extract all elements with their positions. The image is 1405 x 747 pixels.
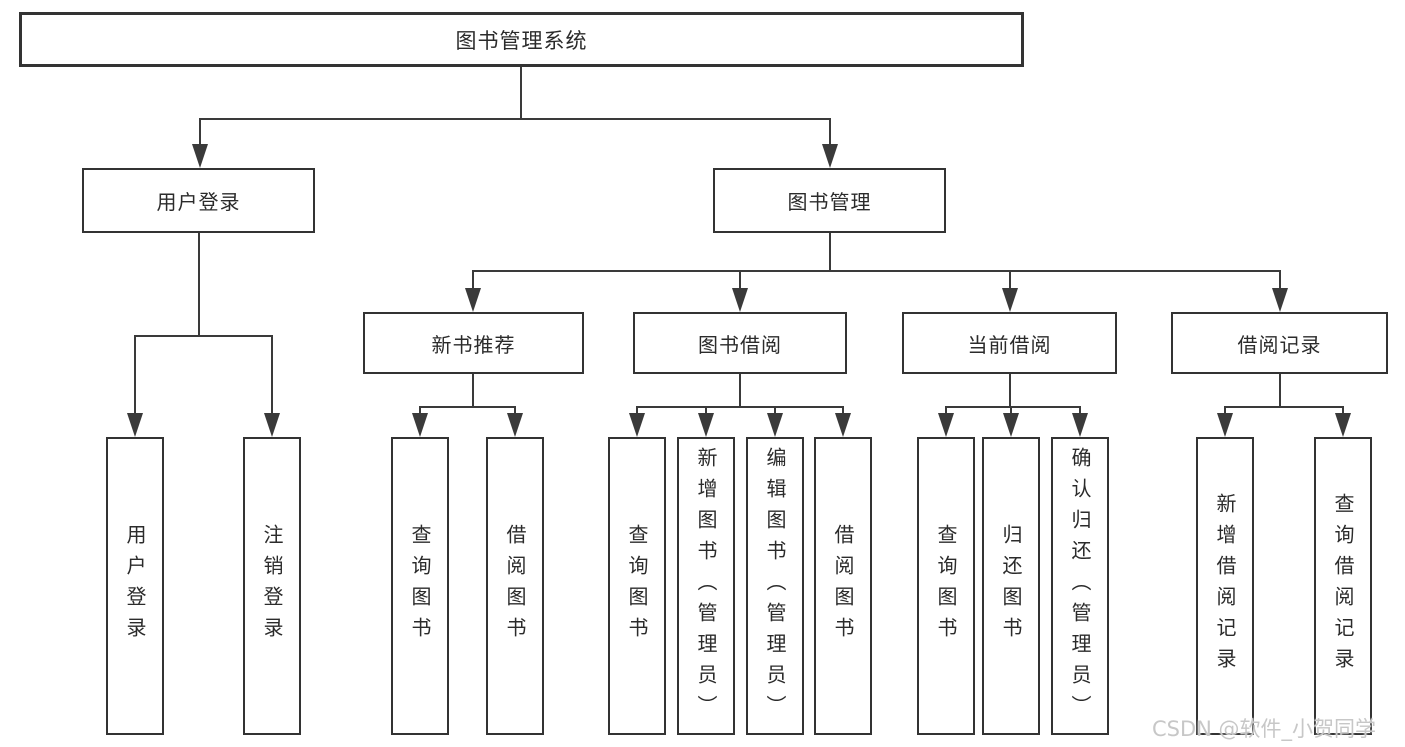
connector-line xyxy=(520,67,522,120)
connector-line xyxy=(636,406,638,416)
arrow-down-icon xyxy=(1072,413,1088,437)
arrow-down-icon xyxy=(698,413,714,437)
leaf-label: 注销登录 xyxy=(260,524,284,648)
connector-line xyxy=(472,270,474,290)
node-label: 用户登录 xyxy=(156,190,241,214)
arrow-down-icon xyxy=(465,288,481,312)
node-label: 图书管理 xyxy=(787,190,872,214)
connector-line xyxy=(198,233,200,337)
connector-line xyxy=(774,406,776,416)
leaf-query-borrow-record: 查询借阅记录 xyxy=(1314,437,1372,735)
connector-line xyxy=(842,406,844,416)
leaf-add-borrow-record: 新增借阅记录 xyxy=(1196,437,1254,735)
connector-line xyxy=(637,406,844,408)
leaf-label: 编辑图书（管理员） xyxy=(763,446,787,726)
leaf-label: 归还图书 xyxy=(999,524,1023,648)
node-label: 借阅记录 xyxy=(1237,332,1322,357)
connector-line xyxy=(135,335,273,337)
connector-line xyxy=(739,374,741,408)
connector-line xyxy=(829,118,831,148)
connector-line xyxy=(271,335,273,415)
arrow-down-icon xyxy=(767,413,783,437)
arrow-down-icon xyxy=(1003,413,1019,437)
leaf-edit-book-admin: 编辑图书（管理员） xyxy=(746,437,804,735)
leaf-label: 借阅图书 xyxy=(503,524,527,648)
connector-line xyxy=(1279,270,1281,290)
connector-line xyxy=(739,270,741,290)
arrow-down-icon xyxy=(192,144,208,168)
connector-line xyxy=(473,270,1281,272)
connector-line xyxy=(1009,374,1011,408)
arrow-down-icon xyxy=(629,413,645,437)
node-new-book-recommendation: 新书推荐 xyxy=(363,312,584,374)
connector-line xyxy=(199,118,831,120)
leaf-newbook-borrow-books: 借阅图书 xyxy=(486,437,544,735)
leaf-label: 新增借阅记录 xyxy=(1213,493,1237,679)
arrow-down-icon xyxy=(127,413,143,437)
arrow-down-icon xyxy=(822,144,838,168)
arrow-down-icon xyxy=(1272,288,1288,312)
connector-line xyxy=(705,406,707,416)
leaf-label: 查询图书 xyxy=(408,524,432,648)
connector-line xyxy=(1010,406,1012,416)
node-label: 当前借阅 xyxy=(967,332,1052,357)
leaf-label: 借阅图书 xyxy=(831,524,855,648)
node-label: 新书推荐 xyxy=(431,332,516,357)
leaf-user-login: 用户登录 xyxy=(106,437,164,735)
connector-line xyxy=(1079,406,1081,416)
leaf-return-books: 归还图书 xyxy=(982,437,1040,735)
node-book-borrowing: 图书借阅 xyxy=(633,312,847,374)
arrow-down-icon xyxy=(938,413,954,437)
connector-line xyxy=(1342,406,1344,416)
node-book-management: 图书管理 xyxy=(713,168,946,233)
arrow-down-icon xyxy=(1335,413,1351,437)
leaf-current-query-books: 查询图书 xyxy=(917,437,975,735)
arrow-down-icon xyxy=(835,413,851,437)
leaf-label: 查询借阅记录 xyxy=(1331,493,1355,679)
connector-line xyxy=(945,406,947,416)
leaf-label: 用户登录 xyxy=(123,524,147,648)
connector-line xyxy=(514,406,516,416)
node-borrowing-records: 借阅记录 xyxy=(1171,312,1388,374)
csdn-watermark: CSDN @软件_小贺同学 xyxy=(1152,717,1377,741)
connector-line xyxy=(1225,406,1344,408)
connector-line xyxy=(1279,374,1281,408)
node-library-management-system: 图书管理系统 xyxy=(19,12,1024,67)
connector-line xyxy=(134,335,136,415)
leaf-borrowing-query-books: 查询图书 xyxy=(608,437,666,735)
leaf-label: 查询图书 xyxy=(934,524,958,648)
connector-line xyxy=(946,406,1081,408)
arrow-down-icon xyxy=(732,288,748,312)
leaf-label: 新增图书（管理员） xyxy=(694,446,718,726)
leaf-label: 确认归还（管理员） xyxy=(1068,446,1092,726)
node-label: 图书借阅 xyxy=(698,332,782,357)
connector-line xyxy=(419,406,421,416)
leaf-add-book-admin: 新增图书（管理员） xyxy=(677,437,735,735)
leaf-borrowing-borrow-books: 借阅图书 xyxy=(814,437,872,735)
arrow-down-icon xyxy=(412,413,428,437)
leaf-label: 查询图书 xyxy=(625,524,649,648)
connector-line xyxy=(420,406,516,408)
connector-line xyxy=(829,233,831,272)
node-user-login: 用户登录 xyxy=(82,168,315,233)
leaf-newbook-query-books: 查询图书 xyxy=(391,437,449,735)
leaf-logout: 注销登录 xyxy=(243,437,301,735)
connector-line xyxy=(472,374,474,408)
leaf-confirm-return-admin: 确认归还（管理员） xyxy=(1051,437,1109,735)
arrow-down-icon xyxy=(1002,288,1018,312)
arrow-down-icon xyxy=(1217,413,1233,437)
connector-line xyxy=(1224,406,1226,416)
connector-line xyxy=(199,118,201,148)
node-label: 图书管理系统 xyxy=(455,28,588,53)
connector-line xyxy=(1009,270,1011,290)
arrow-down-icon xyxy=(264,413,280,437)
node-current-borrowing: 当前借阅 xyxy=(902,312,1117,374)
arrow-down-icon xyxy=(507,413,523,437)
